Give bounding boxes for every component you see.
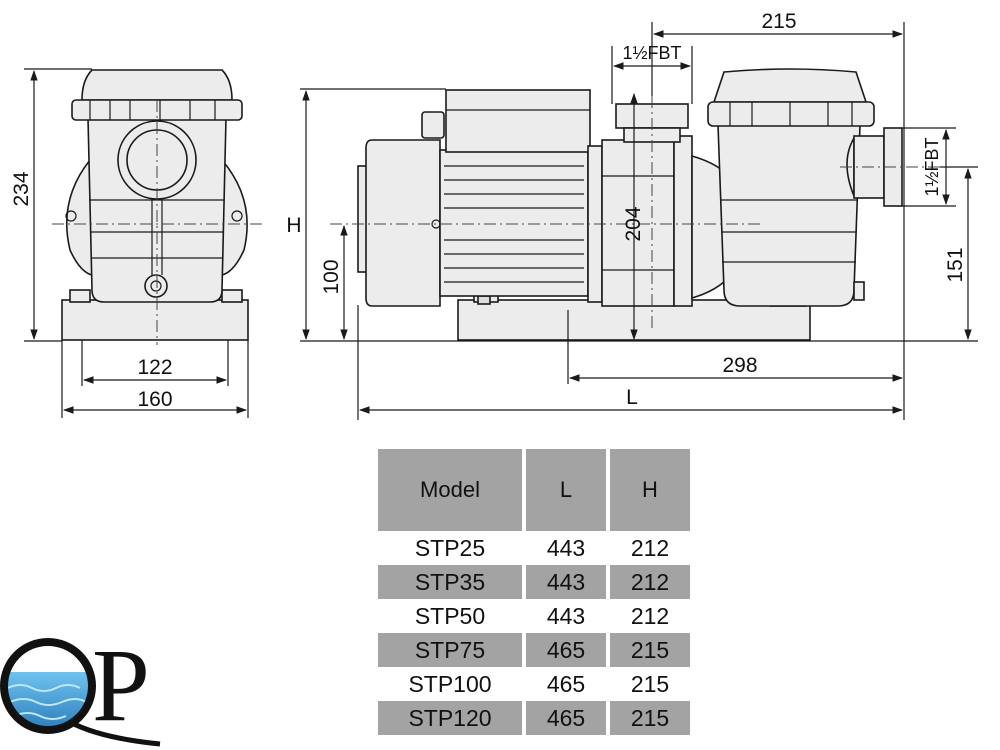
motor-fins <box>444 165 584 283</box>
table-row: STP25 443 212 <box>378 531 690 565</box>
qp-logo: QP P <box>0 628 161 747</box>
cell-h: 212 <box>610 565 690 599</box>
cell-h: 215 <box>630 670 670 697</box>
cell-h: 215 <box>610 633 690 667</box>
water-ripples <box>7 684 87 720</box>
dim-204-label: 204 <box>622 206 645 241</box>
cell-h: 212 <box>630 602 670 629</box>
header-h: H <box>610 449 690 531</box>
table-row: STP50 443 212 <box>378 599 690 633</box>
cell-model: STP75 <box>378 633 522 667</box>
dim-298-label: 298 <box>722 354 757 377</box>
cell-model: STP100 <box>408 670 492 697</box>
spec-table: Model L H STP25 443 212 STP35 443 212 ST… <box>374 449 694 735</box>
cell-h: 212 <box>630 534 670 561</box>
cell-model: STP50 <box>414 602 486 629</box>
cell-l: 443 <box>546 602 586 629</box>
table-row: STP35 443 212 <box>378 565 690 599</box>
cell-l: 465 <box>546 670 586 697</box>
cell-l: 465 <box>526 633 606 667</box>
dim-100-label: 100 <box>320 259 343 294</box>
dim-160-label: 160 <box>137 388 172 411</box>
logo-p: P <box>92 628 150 743</box>
side-view <box>300 22 978 420</box>
dim-L-label: L <box>626 386 638 409</box>
cell-l: 443 <box>546 534 586 561</box>
dim-fbt-top-label: 1½FBT <box>622 43 681 63</box>
front-view <box>24 68 262 418</box>
dim-215-label: 215 <box>761 10 796 33</box>
table-row: STP120 465 215 <box>378 701 690 735</box>
cell-model: STP35 <box>378 565 522 599</box>
cell-l: 443 <box>526 565 606 599</box>
cell-model: STP25 <box>414 534 486 561</box>
table-row: STP100 465 215 <box>378 667 690 701</box>
dim-122-label: 122 <box>137 356 172 379</box>
dim-234-label: 234 <box>10 171 33 206</box>
table-row: STP75 465 215 <box>378 633 690 667</box>
header-model: Model <box>378 449 522 531</box>
dim-151-label: 151 <box>944 247 967 282</box>
cell-h: 215 <box>610 701 690 735</box>
header-l: L <box>526 449 606 531</box>
spec-table-header: Model L H <box>378 449 690 531</box>
dim-fbt-side-label: 1½FBT <box>922 137 942 196</box>
pump-dimension-drawing: 234 122 160 <box>10 10 978 420</box>
dim-H-label: H <box>286 214 301 237</box>
cell-model: STP120 <box>378 701 522 735</box>
cell-l: 465 <box>526 701 606 735</box>
